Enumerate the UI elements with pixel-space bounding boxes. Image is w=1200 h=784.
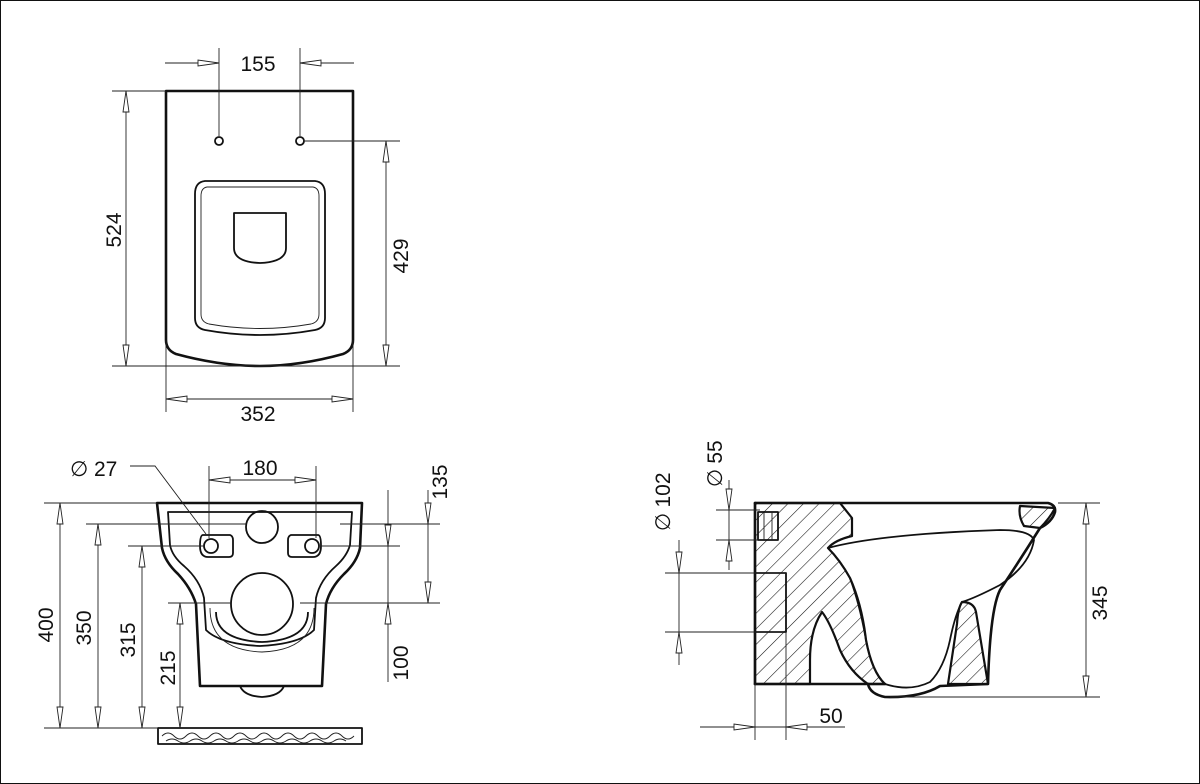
dimension-50: 50 [700, 632, 845, 740]
inlet-pipe-rear [245, 510, 279, 544]
dim-label-180: 180 [242, 457, 277, 480]
dimension-55: ∅ 55 [704, 440, 760, 570]
dim-label-429: 429 [390, 238, 413, 273]
bowl-rim-inner-top [200, 186, 320, 329]
dim-label-352: 352 [240, 403, 275, 426]
dimension-180: 180 [208, 457, 317, 538]
side-view: ∅ 102 ∅ 55 345 50 [652, 440, 1112, 740]
rear-view: ∅ 27 180 135 100 [35, 457, 452, 745]
section-front-rim [1018, 504, 1057, 530]
diameter-symbol-55: ∅ [704, 469, 727, 487]
bowl-interior [827, 529, 1035, 689]
diameter-symbol-102: ∅ [652, 513, 675, 531]
dimension-102: ∅ 102 [652, 472, 786, 665]
dim-label-350: 350 [73, 610, 96, 645]
dimension-100: 100 [300, 524, 440, 681]
section-rear-body [753, 501, 887, 686]
dim-label-315: 315 [117, 622, 140, 657]
bolt-hole-left [214, 136, 224, 146]
dimension-315: 315 [117, 545, 204, 729]
bolt-hole-right [295, 136, 305, 146]
fixing-plate-right [287, 534, 322, 558]
dim-label-524: 524 [103, 212, 126, 247]
fixing-plate-left [199, 534, 234, 558]
dimension-27: ∅ 27 [70, 458, 207, 535]
dim-label-102: 102 [652, 472, 675, 507]
dimension-352: 352 [165, 340, 354, 426]
dimension-350: 350 [73, 523, 246, 729]
section-front-body [946, 600, 990, 686]
outlet-pipe-rear [230, 572, 294, 636]
outlet-ring-rear-outer [209, 607, 315, 653]
dimension-429: 429 [304, 140, 413, 367]
inlet-pipe-side-inner [763, 512, 773, 540]
diameter-symbol-27: ∅ [70, 458, 88, 481]
dimension-155: 155 [165, 48, 354, 136]
inlet-pipe-side [757, 511, 779, 541]
dim-label-215: 215 [157, 650, 180, 685]
top-view: 155 524 429 352 [103, 48, 413, 426]
dim-label-50: 50 [819, 705, 842, 728]
rear-inner-outline [167, 511, 353, 647]
fixing-hole-right [304, 538, 320, 554]
dimension-135: 135 [320, 464, 452, 682]
outlet-ring-rear [215, 611, 309, 643]
dim-label-27: 27 [94, 458, 117, 481]
dimension-524: 524 [103, 90, 400, 367]
bowl-rim-top [194, 180, 326, 336]
dimension-400: 400 [35, 502, 158, 729]
dim-label-100: 100 [390, 645, 413, 680]
dim-label-400: 400 [35, 607, 58, 642]
floor-plate [157, 727, 363, 745]
fixing-hole-left [203, 538, 219, 554]
dim-label-155: 155 [240, 53, 275, 76]
dim-label-135: 135 [429, 464, 452, 499]
dim-label-55: 55 [704, 440, 727, 463]
dim-label-345: 345 [1089, 585, 1112, 620]
dimension-345: 345 [890, 502, 1112, 698]
dimension-215: 215 [157, 602, 232, 729]
drain-opening-top [233, 212, 287, 264]
side-outline [753, 501, 1057, 699]
rear-outline [155, 501, 364, 688]
bottom-lip-rear [239, 685, 285, 698]
floor-texture [161, 732, 355, 744]
